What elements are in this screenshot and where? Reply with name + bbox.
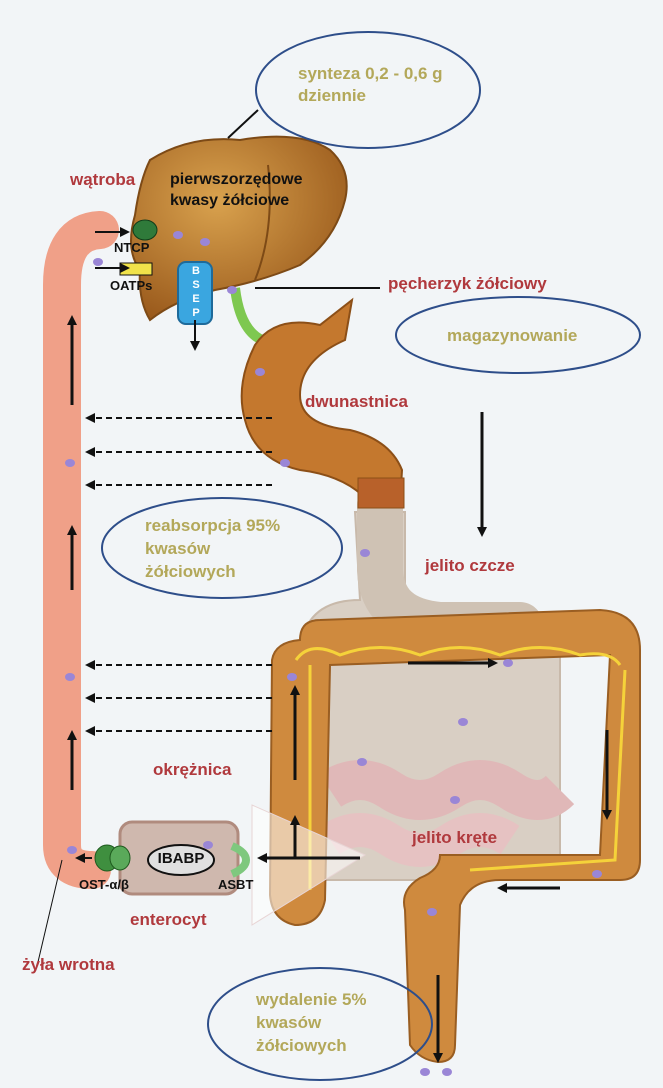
duodenum-label: dwunastnica: [305, 392, 408, 412]
colon-label: okrężnica: [153, 760, 231, 780]
ibabp-label: IBABP: [150, 850, 212, 867]
bsep-letter-b: B: [190, 265, 202, 277]
ost-label: OST-α/β: [79, 877, 129, 893]
reabsorption-label-line2: kwasów: [145, 539, 210, 559]
excretion-label-line1: wydalenie 5%: [256, 990, 367, 1010]
bsep-letter-e: E: [190, 293, 202, 305]
synthesis-label-line1: synteza 0,2 - 0,6 g: [298, 64, 443, 84]
reabsorption-label-line3: żółciowych: [145, 562, 236, 582]
excretion-label-line2: kwasów: [256, 1013, 321, 1033]
synthesis-ellipse: [256, 32, 480, 148]
ntcp-transporter-icon: [133, 220, 157, 240]
primary-acids-label-line1: pierwszorzędowe: [170, 170, 302, 189]
enterocyte-label: enterocyt: [130, 910, 207, 930]
bsep-letter-s: S: [190, 279, 202, 291]
portal-vein-label: żyła wrotna: [22, 955, 115, 975]
gallbladder-label: pęcherzyk żółciowy: [388, 274, 547, 294]
synthesis-label-line2: dziennie: [298, 86, 366, 106]
primary-acids-label-line2: kwasy żółciowe: [170, 191, 289, 210]
liver-label: wątroba: [70, 170, 135, 190]
gallbladder: [235, 288, 262, 340]
portal-vein: [62, 230, 100, 870]
ileum-label: jelito kręte: [412, 828, 497, 848]
oatps-label: OATPs: [110, 278, 152, 294]
excretion-label-line3: żółciowych: [256, 1036, 347, 1056]
reabsorption-label-line1: reabsorpcja 95%: [145, 516, 280, 536]
ntcp-label: NTCP: [114, 240, 149, 256]
reabsorption-ellipse: [102, 498, 342, 598]
storage-label: magazynowanie: [447, 326, 577, 346]
ileum-loops: [330, 780, 560, 800]
bsep-letter-p: P: [190, 307, 202, 319]
jejunum-label: jelito czcze: [425, 556, 515, 576]
asbt-label: ASBT: [218, 877, 253, 893]
